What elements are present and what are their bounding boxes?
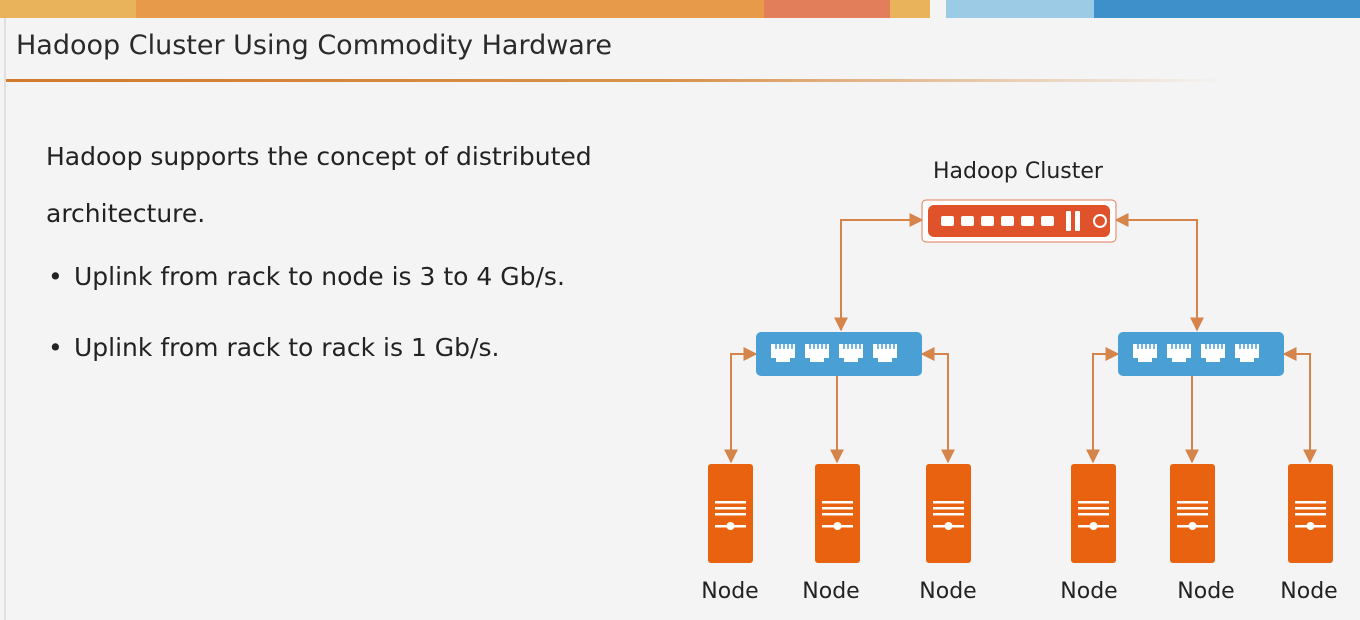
bullet-dot-icon: • bbox=[48, 262, 63, 291]
switch-icon bbox=[1118, 332, 1284, 376]
bullet-list: • Uplink from rack to node is 3 to 4 Gb/s… bbox=[46, 255, 565, 397]
bullet-text: Uplink from rack to node is 3 to 4 Gb/s. bbox=[74, 262, 565, 291]
switch-icon bbox=[756, 332, 922, 376]
server-icon bbox=[1288, 464, 1333, 563]
server-icon bbox=[708, 464, 753, 563]
bar-segment bbox=[1094, 0, 1360, 18]
bullet-item: • Uplink from rack to node is 3 to 4 Gb/s… bbox=[46, 255, 565, 326]
cluster-label: Hadoop Cluster bbox=[933, 159, 1104, 184]
bullet-text: Uplink from rack to rack is 1 Gb/s. bbox=[74, 333, 500, 362]
node-label: Node bbox=[701, 579, 758, 604]
node-label: Node bbox=[919, 579, 976, 604]
router-links bbox=[834, 213, 1204, 332]
switch-node-link bbox=[1086, 347, 1120, 464]
title-underline bbox=[6, 79, 1226, 82]
switch-node-link bbox=[1282, 347, 1317, 464]
slide-title: Hadoop Cluster Using Commodity Hardware bbox=[16, 30, 612, 61]
switch-node-link bbox=[920, 347, 955, 464]
intro-text: Hadoop supports the concept of distribut… bbox=[46, 142, 592, 228]
router-switch-link bbox=[1114, 213, 1204, 332]
server-icon bbox=[926, 464, 971, 563]
router-switch-link bbox=[834, 213, 924, 332]
bar-segment bbox=[764, 0, 890, 18]
node-label: Node bbox=[802, 579, 859, 604]
slide-left-edge bbox=[4, 18, 6, 620]
bullet-dot-icon: • bbox=[48, 333, 63, 362]
router-icon bbox=[921, 199, 1117, 243]
bar-segment bbox=[136, 0, 764, 18]
top-color-bar bbox=[0, 0, 1360, 18]
rack-links bbox=[724, 347, 1317, 464]
switch-node-link bbox=[724, 347, 758, 464]
bar-segment bbox=[890, 0, 930, 18]
node-label: Node bbox=[1060, 579, 1117, 604]
node-label: Node bbox=[1280, 579, 1337, 604]
server-icon bbox=[1071, 464, 1116, 563]
node-label: Node bbox=[1177, 579, 1234, 604]
bullet-item: • Uplink from rack to rack is 1 Gb/s. bbox=[46, 326, 565, 397]
bar-segment bbox=[0, 0, 136, 18]
bar-segment bbox=[946, 0, 1094, 18]
server-icon bbox=[1170, 464, 1215, 563]
server-icon bbox=[815, 464, 860, 563]
